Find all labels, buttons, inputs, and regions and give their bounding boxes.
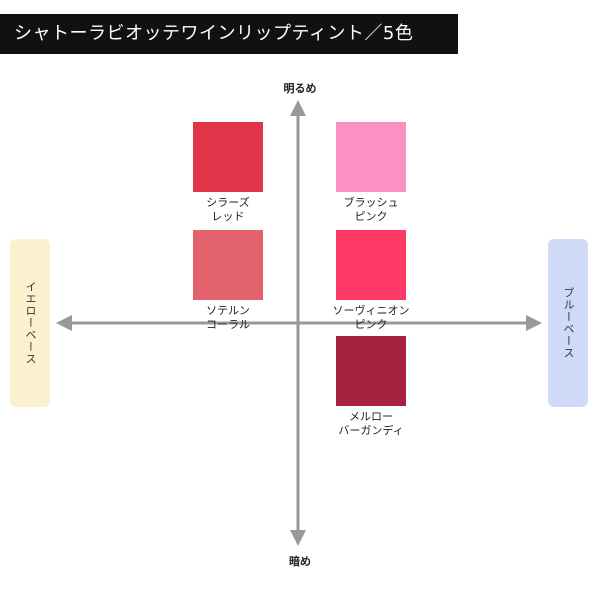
- swatch-label-merlot-burgundy: メルロー バーガンディ: [316, 410, 426, 438]
- swatch-label-blush-pink: ブラッシュ ピンク: [316, 196, 426, 224]
- swatch-merlot-burgundy: [336, 336, 406, 406]
- swatch-subname: ピンク: [354, 318, 388, 331]
- swatch-subname: レッド: [211, 210, 245, 223]
- yellow-base-label: イエローベース: [24, 281, 37, 365]
- title-bar: シャトーラビオッテワインリップティント／5色: [0, 14, 458, 54]
- axis-label-bright: 明るめ: [283, 82, 317, 95]
- arrow-up-icon: [290, 100, 306, 116]
- arrow-right-icon: [526, 315, 542, 331]
- swatch-shiraz-red: [193, 122, 263, 192]
- blue-base-label: ブルーベース: [562, 287, 575, 359]
- swatch-name: ソテルン: [206, 304, 250, 317]
- arrow-left-icon: [56, 315, 72, 331]
- axis-label-dark: 暗め: [289, 555, 311, 568]
- swatch-label-sauternes-coral: ソテルン コーラル: [173, 304, 283, 332]
- swatch-name: シラーズ: [206, 196, 250, 209]
- swatch-sauternes-coral: [193, 230, 263, 300]
- swatch-blush-pink: [336, 122, 406, 192]
- swatch-sauvignon-pink: [336, 230, 406, 300]
- swatch-name: ソーヴィニオン: [332, 304, 410, 317]
- swatch-name: ブラッシュ: [343, 196, 399, 209]
- swatch-subname: ピンク: [354, 210, 388, 223]
- yellow-base-box: イエローベース: [10, 239, 50, 407]
- swatch-subname: バーガンディ: [338, 424, 404, 437]
- blue-base-box: ブルーベース: [548, 239, 588, 407]
- swatch-name: メルロー: [349, 410, 393, 423]
- arrow-down-icon: [290, 530, 306, 546]
- page-title: シャトーラビオッテワインリップティント／5色: [14, 23, 414, 44]
- swatch-label-shiraz-red: シラーズ レッド: [173, 196, 283, 224]
- swatch-label-sauvignon-pink: ソーヴィニオン ピンク: [316, 304, 426, 332]
- swatch-subname: コーラル: [206, 318, 250, 331]
